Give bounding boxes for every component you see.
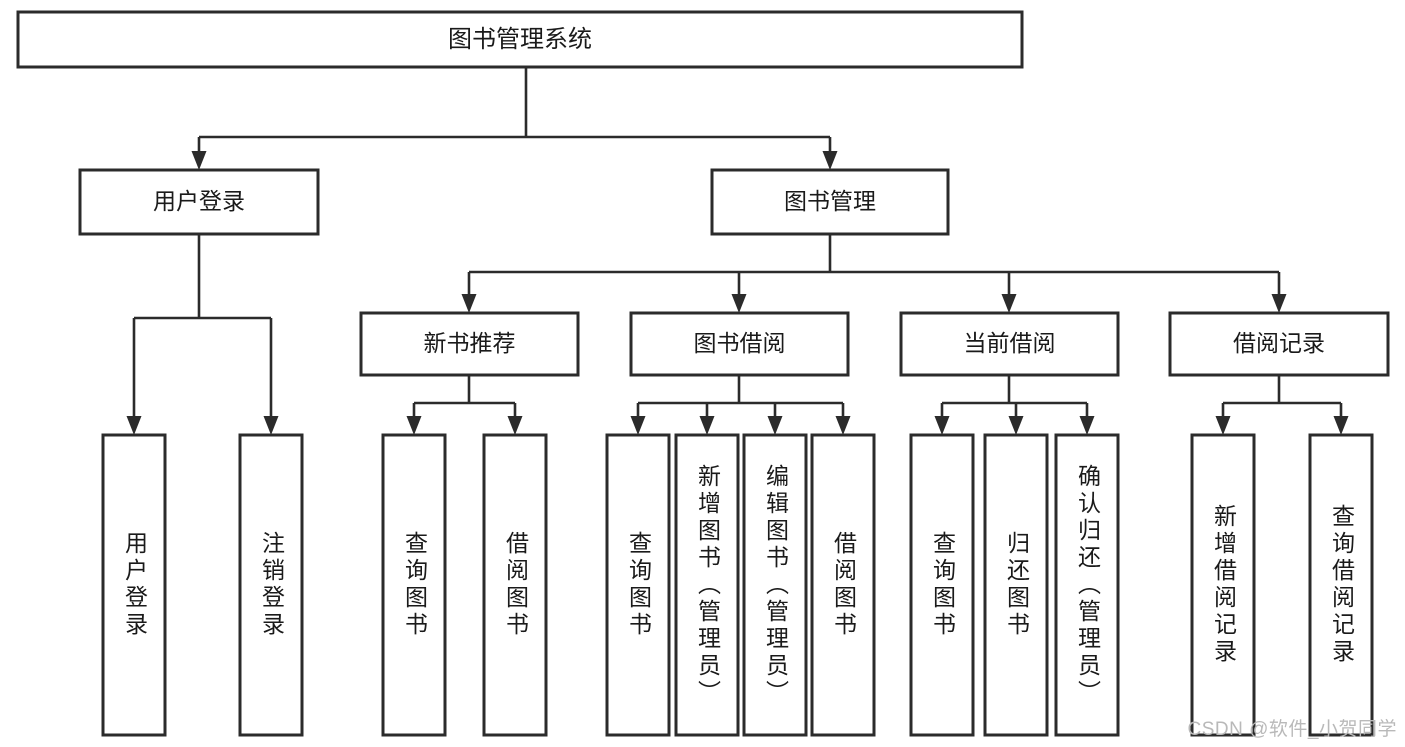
node-leaf-borrow-book-new-box[interactable] (482, 433, 548, 737)
leaf-arrow-2-1-head (1008, 416, 1024, 435)
leaf-arrow-2-2-head (1079, 416, 1095, 435)
leaf-arrow-2-0-head (934, 416, 950, 435)
leaf-arrow-1-3-head (835, 416, 851, 435)
node-leaf-confirm-return-box[interactable] (1054, 433, 1120, 737)
level2-arrow-1-head (822, 151, 838, 170)
node-book-borrow-label: 图书借阅 (694, 330, 786, 356)
node-user-login-label: 用户登录 (153, 188, 245, 214)
level2-arrow-0-head (191, 151, 207, 170)
node-leaf-borrow-book-box[interactable] (810, 433, 876, 737)
node-current-borrow-box[interactable] (899, 311, 1120, 377)
node-current-borrow-label: 当前借阅 (964, 330, 1056, 356)
node-leaf-query-book-new-box[interactable] (381, 433, 447, 737)
connector-lines (126, 67, 1349, 435)
node-leaf-add-record-box[interactable] (1190, 433, 1256, 737)
leaf-arrow-1-1-head (699, 416, 715, 435)
node-book-manage-box[interactable] (710, 168, 950, 236)
node-borrow-record-box[interactable] (1168, 311, 1390, 377)
root-title-label: 图书管理系统 (448, 26, 592, 53)
node-leaf-query-book-current-box[interactable] (909, 433, 975, 737)
node-leaf-query-book-borrow-box[interactable] (605, 433, 671, 737)
user-login-leaf-arrow-0-head (126, 416, 142, 435)
node-new-book-recommend-label: 新书推荐 (424, 330, 516, 356)
node-leaf-edit-book-box[interactable] (742, 433, 808, 737)
node-leaf-logout-box[interactable] (238, 433, 304, 737)
leaf-arrow-1-0-head (630, 416, 646, 435)
leaf-arrow-3-0-head (1215, 416, 1231, 435)
node-leaf-query-record-box[interactable] (1308, 433, 1374, 737)
user-login-leaf-arrow-1-head (263, 416, 279, 435)
level3-arrow-3-head (1271, 294, 1287, 313)
node-book-borrow-box[interactable] (629, 311, 850, 377)
leaf-arrow-3-1-head (1333, 416, 1349, 435)
leaf-arrow-0-1-head (507, 416, 523, 435)
node-leaf-add-book-box[interactable] (674, 433, 740, 737)
node-book-manage-label: 图书管理 (784, 188, 876, 214)
node-leaf-user-login-box[interactable] (101, 433, 167, 737)
leaf-arrow-0-0-head (406, 416, 422, 435)
csdn-watermark: CSDN @软件_小贺同学 (1187, 719, 1397, 740)
node-leaf-return-book-box[interactable] (983, 433, 1049, 737)
level3-arrow-1-head (731, 294, 747, 313)
level3-arrow-2-head (1001, 294, 1017, 313)
level3-arrow-0-head (461, 294, 477, 313)
node-borrow-record-label: 借阅记录 (1233, 330, 1325, 356)
node-user-login-box[interactable] (78, 168, 320, 236)
node-new-book-recommend-box[interactable] (359, 311, 580, 377)
root-title-box[interactable] (16, 10, 1024, 69)
leaf-arrow-1-2-head (767, 416, 783, 435)
